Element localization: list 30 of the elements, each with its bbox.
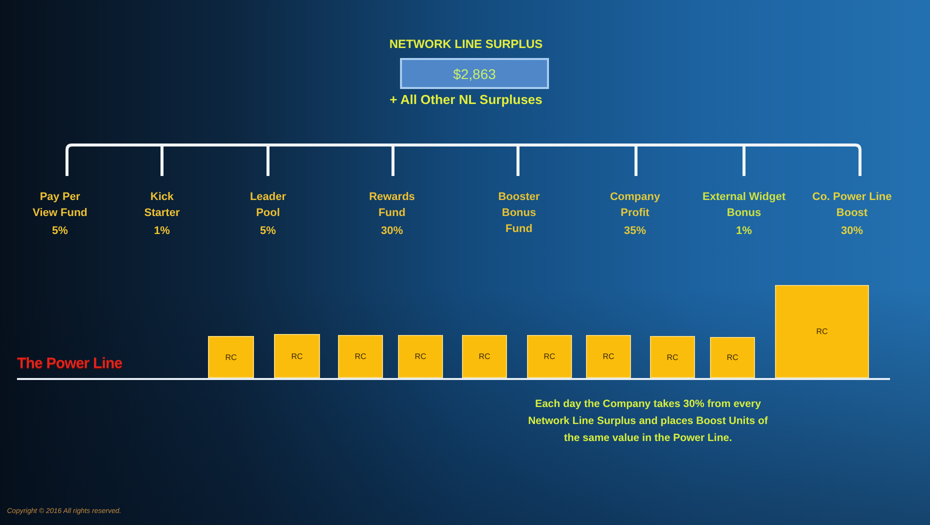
- unit-block: RC: [462, 335, 507, 378]
- fund-name: Company Profit: [608, 190, 662, 221]
- unit-block: RC: [274, 334, 320, 378]
- amount-box: $2,863: [400, 58, 549, 89]
- unit-block: RC: [710, 337, 755, 378]
- percentage: 35%: [622, 224, 648, 239]
- unit-block: RC: [586, 335, 631, 378]
- unit-block: RC: [208, 336, 254, 378]
- percentage: 5%: [51, 224, 69, 239]
- percentage: 1%: [153, 224, 171, 239]
- fund-name: Booster Bonus Fund: [497, 190, 541, 237]
- fund-name: Co. Power Line Boost: [811, 190, 893, 221]
- percentage: 1%: [735, 224, 753, 239]
- percentage: 5%: [259, 224, 277, 239]
- unit-block: RC: [398, 335, 443, 378]
- unit-block: RC: [527, 335, 572, 378]
- line-label: The Power Line: [17, 355, 122, 372]
- note: + All Other NL Surpluses: [388, 92, 544, 107]
- fund-name: Kick Starter: [143, 190, 181, 221]
- unit-block: RC: [775, 285, 869, 378]
- heading: NETWORK LINE SURPLUS: [388, 37, 544, 51]
- unit-block: RC: [650, 336, 695, 378]
- fund-name: Pay Per View Fund: [32, 190, 88, 221]
- percentage: 30%: [380, 224, 404, 239]
- fund-name: External Widget Bonus: [701, 190, 787, 221]
- percentage: 30%: [840, 224, 864, 239]
- caption: Each day the Company takes 30% from every Network Line Surplus and places Boost Units of the same value in the Power Line.: [527, 397, 769, 446]
- fund-name: Leader Pool: [248, 190, 288, 221]
- fund-name: Rewards Fund: [368, 190, 416, 221]
- unit-block: RC: [338, 335, 383, 378]
